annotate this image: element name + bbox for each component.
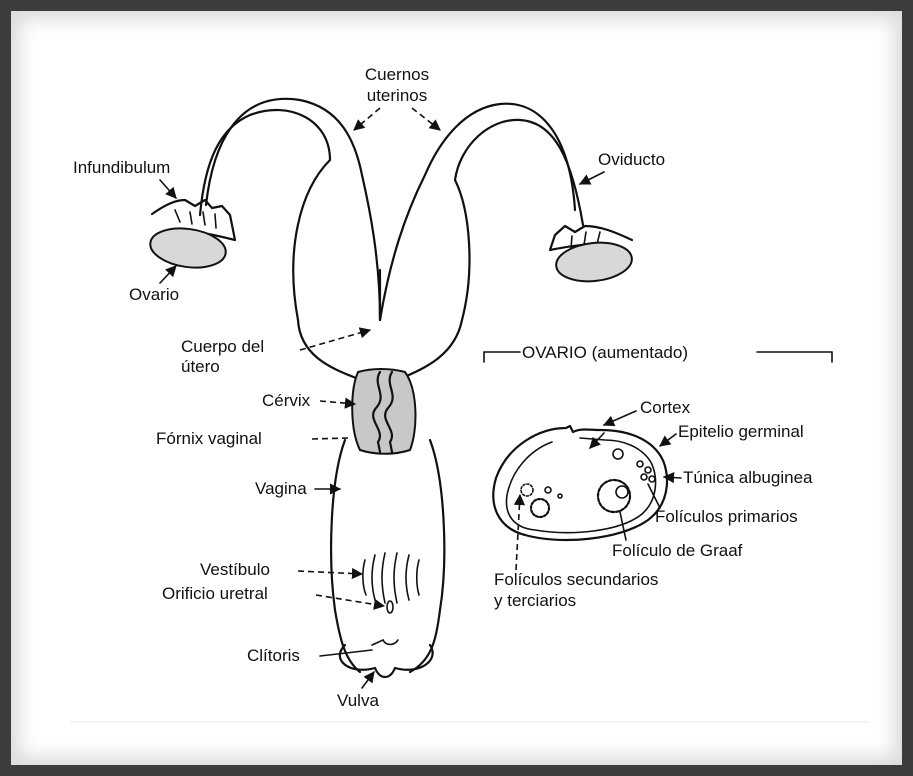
vestibule-folds: [363, 553, 419, 603]
line-fornix: [312, 438, 348, 439]
line-graaf: [620, 512, 626, 540]
inset-label-secundarios-l2: y terciarios: [494, 591, 576, 610]
inset-label-secundarios-l1: Folículos secundarios: [494, 570, 658, 589]
label-uterinos: uterinos: [367, 86, 427, 105]
cervix-shape: [352, 369, 415, 454]
clitoris-mark: [383, 640, 398, 645]
inset-label-epitelio: Epitelio germinal: [678, 422, 804, 441]
label-clitoris: Clítoris: [247, 646, 300, 665]
arrow-infundibulum: [160, 180, 176, 198]
inset-label-cortex: Cortex: [640, 398, 691, 417]
arrow-horn-right: [412, 108, 440, 130]
label-cuernos: Cuernos: [365, 65, 429, 84]
arrow-horn-left: [354, 108, 380, 130]
inset-label-graaf: Folículo de Graaf: [612, 541, 743, 560]
arrow-vestibulo: [298, 571, 362, 574]
label-cuerpo-l2: útero: [181, 357, 220, 376]
label-vestibulo: Vestíbulo: [200, 560, 270, 579]
label-ovario: Ovario: [129, 285, 179, 304]
line-clitoris-tip: [372, 640, 383, 645]
label-vagina: Vagina: [255, 479, 307, 498]
label-cervix: Cérvix: [262, 391, 311, 410]
label-cuerpo-l1: Cuerpo del: [181, 337, 264, 356]
arrow-cervix: [320, 401, 355, 404]
label-orificio: Orificio uretral: [162, 584, 268, 603]
label-infundibulum: Infundibulum: [73, 158, 170, 177]
arrow-cortex: [604, 411, 636, 425]
arrow-cuerpo: [300, 330, 370, 350]
ovary-section: [493, 426, 667, 540]
arrow-tunica: [664, 477, 681, 478]
arrow-oviducto: [580, 172, 604, 184]
ovary-left: [148, 224, 229, 272]
inset-label-primarios: Folículos primarios: [655, 507, 798, 526]
inset-title: OVARIO (aumentado): [522, 343, 688, 362]
arrow-epitelio: [660, 434, 676, 446]
inset-label-tunica: Túnica albuginea: [683, 468, 813, 487]
urethral-orifice: [387, 601, 393, 613]
label-oviducto: Oviducto: [598, 150, 665, 169]
arrow-vulva: [362, 672, 374, 688]
label-vulva: Vulva: [337, 691, 379, 710]
arrow-ovario: [160, 266, 176, 283]
label-fornix: Fórnix vaginal: [156, 429, 262, 448]
